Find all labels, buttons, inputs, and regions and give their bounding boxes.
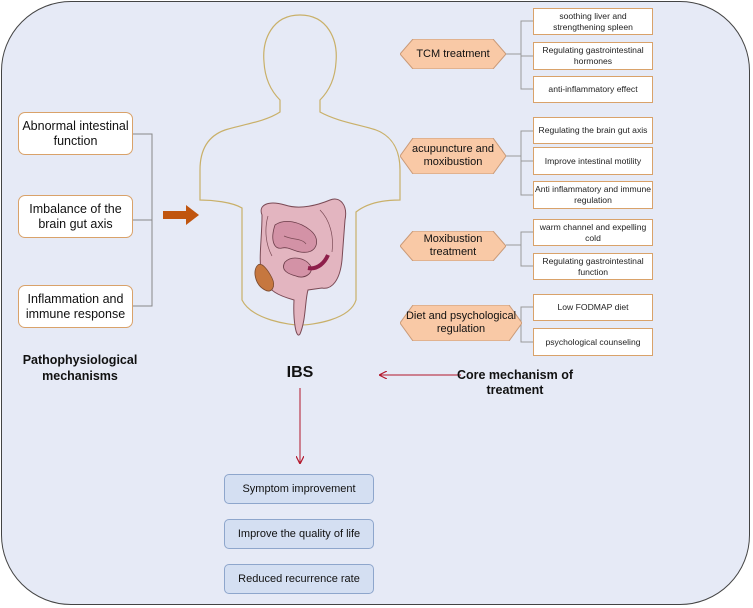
treatment-diet-psychological: Diet and psychological regulation xyxy=(400,305,522,341)
effect-box: Low FODMAP diet xyxy=(533,294,653,321)
effect-box: warm channel and expelling cold xyxy=(533,219,653,246)
outcome-quality-of-life: Improve the quality of life xyxy=(224,519,374,549)
intestine-icon xyxy=(254,198,347,336)
treatment-tcm-label: TCM treatment xyxy=(416,47,490,60)
treatment-diet-label: Diet and psychological regulation xyxy=(405,310,517,335)
effect-box: Anti inflammatory and immune regulation xyxy=(533,181,653,209)
effect-box: anti-inflammatory effect xyxy=(533,76,653,103)
effect-box: Regulating the brain gut axis xyxy=(533,117,653,144)
treatment-acupuncture: acupuncture and moxibustion xyxy=(400,138,506,174)
treatment-label: Core mechanism of treatment xyxy=(456,368,573,397)
ibs-label: IBS xyxy=(286,364,314,381)
effect-box: soothing liver and strengthening spleen xyxy=(533,8,653,35)
mechanism-abnormal-intestinal-function: Abnormal intestinal function xyxy=(18,112,133,155)
effect-box: psychological counseling xyxy=(533,328,653,356)
treatment-tcm: TCM treatment xyxy=(400,39,506,69)
effect-box: Regulating gastrointestinal function xyxy=(533,253,653,280)
mechanism-bracket xyxy=(133,133,153,307)
effect-box: Improve intestinal motility xyxy=(533,147,653,175)
mechanism-inflammation-immune: Inflammation and immune response xyxy=(18,285,133,328)
orange-arrow xyxy=(163,205,199,225)
treatment-moxibustion-label: Moxibustion treatment xyxy=(423,233,483,258)
treatment-moxibustion: Moxibustion treatment xyxy=(400,231,506,261)
treatment-acupuncture-label: acupuncture and moxibustion xyxy=(412,143,494,168)
outcome-recurrence-rate: Reduced recurrence rate xyxy=(224,564,374,594)
outcome-symptom-improvement: Symptom improvement xyxy=(224,474,374,504)
mechanisms-label: Pathophysiological mechanisms xyxy=(22,353,138,383)
mechanism-brain-gut-axis: Imbalance of the brain gut axis xyxy=(18,195,133,238)
effect-box: Regulating gastrointestinal hormones xyxy=(533,42,653,70)
